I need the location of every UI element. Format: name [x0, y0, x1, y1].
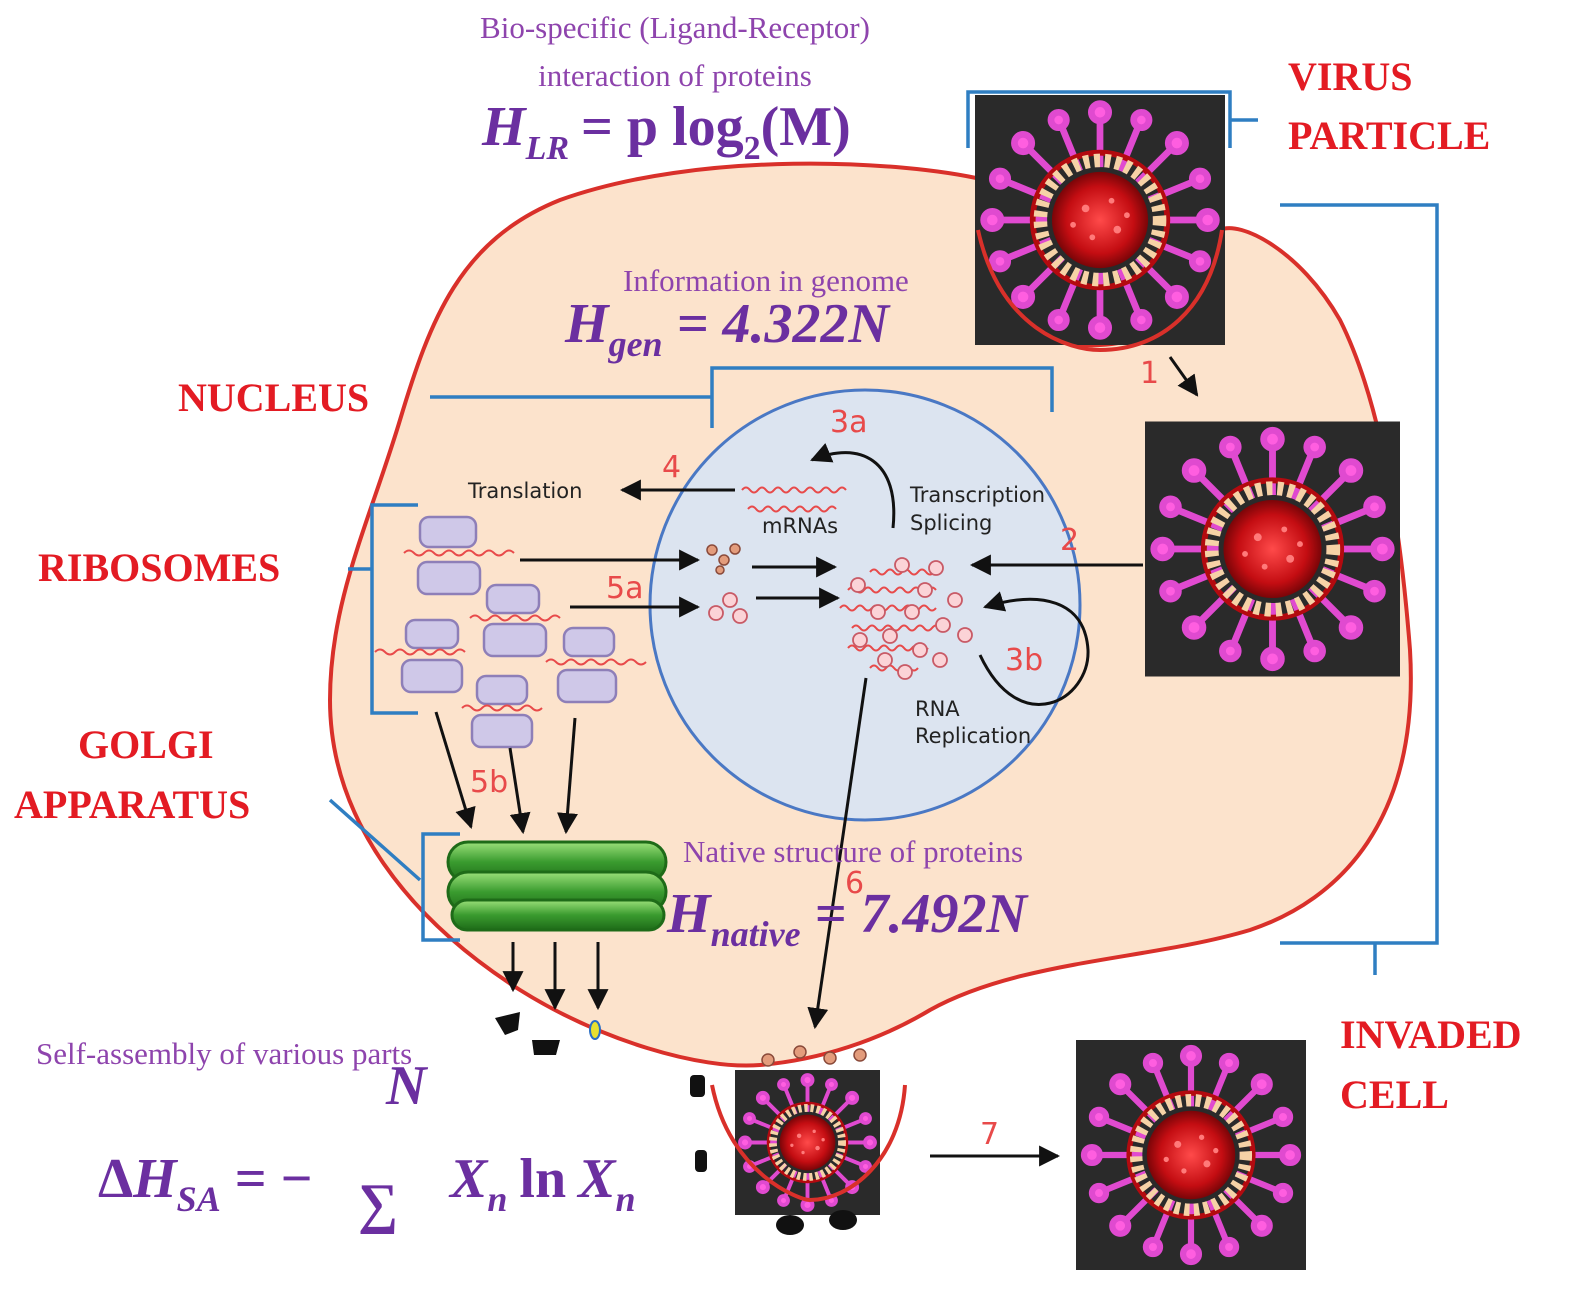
step-4: 4	[662, 450, 681, 485]
step-5b: 5b	[470, 765, 508, 800]
self-assembly-caption: Self-assembly of various parts	[36, 1036, 412, 1071]
virus-particle-image	[975, 95, 1225, 353]
step-3a: 3a	[830, 405, 867, 440]
golgi-label-line2: APPARATUS	[14, 782, 250, 827]
ribosomes-cluster	[400, 515, 618, 749]
native-caption: Native structure of proteins	[683, 834, 1023, 869]
golgi-bracket	[328, 798, 460, 942]
budding-virus-image	[710, 1045, 907, 1215]
svg-text:ΔHSA= −: ΔHSA= −	[98, 1148, 313, 1219]
virus-particle-label-line2: PARTICLE	[1288, 113, 1490, 158]
ribosomes-bracket	[348, 503, 418, 715]
incoming-protein-dots	[706, 543, 748, 624]
process-arrows	[434, 356, 1199, 1167]
virus-bracket	[966, 90, 1258, 148]
step-1: 1	[1140, 356, 1159, 391]
entered-virus-image	[1145, 422, 1400, 677]
nucleus-circle	[648, 388, 1082, 822]
ligand-caption-line1: Bio-specific (Ligand-Receptor)	[480, 10, 870, 45]
svg-text:∑: ∑	[358, 1173, 398, 1235]
nucleus-bracket	[430, 366, 1054, 428]
svg-text:N: N	[385, 1055, 429, 1117]
step-3b: 3b	[1005, 643, 1043, 678]
step-5a: 5a	[606, 571, 643, 606]
released-virus-image	[1076, 1040, 1306, 1270]
replication-label: Replication	[915, 724, 1031, 748]
h-native-equation: Hnative= 7.492N	[666, 883, 1029, 954]
h-lr-equation: HLR= p log2(M)	[481, 96, 851, 167]
ribosome-mrna-strands	[374, 549, 647, 712]
ligand-caption-line2: interaction of proteins	[538, 58, 812, 93]
transcription-label: Transcription	[909, 483, 1045, 507]
invaded-cell-bracket	[1280, 203, 1439, 975]
mrnas-label: mRNAs	[762, 514, 838, 538]
rna-replication-cluster	[839, 557, 973, 680]
splicing-label: Splicing	[910, 511, 992, 535]
step-7: 7	[980, 1117, 999, 1152]
step-6: 6	[845, 866, 864, 901]
virus-particle-label-line1: VIRUS	[1288, 54, 1412, 99]
translation-label: Translation	[467, 479, 582, 503]
step-2: 2	[1060, 523, 1079, 558]
golgi-label-line1: GOLGI	[78, 722, 214, 767]
golgi-apparatus	[446, 840, 668, 932]
rna-label: RNA	[915, 697, 960, 721]
h-gen-equation: Hgen= 4.322N	[564, 293, 891, 364]
mrna-strands	[741, 486, 847, 513]
invaded-cell-label-line2: CELL	[1340, 1072, 1449, 1117]
nucleus-label: NUCLEUS	[178, 375, 369, 420]
invaded-cell-label-line1: INVADED	[1340, 1012, 1522, 1057]
assembled-parts	[495, 1012, 857, 1235]
genome-caption: Information in genome	[623, 263, 909, 298]
ribosomes-label: RIBOSOMES	[38, 545, 280, 590]
